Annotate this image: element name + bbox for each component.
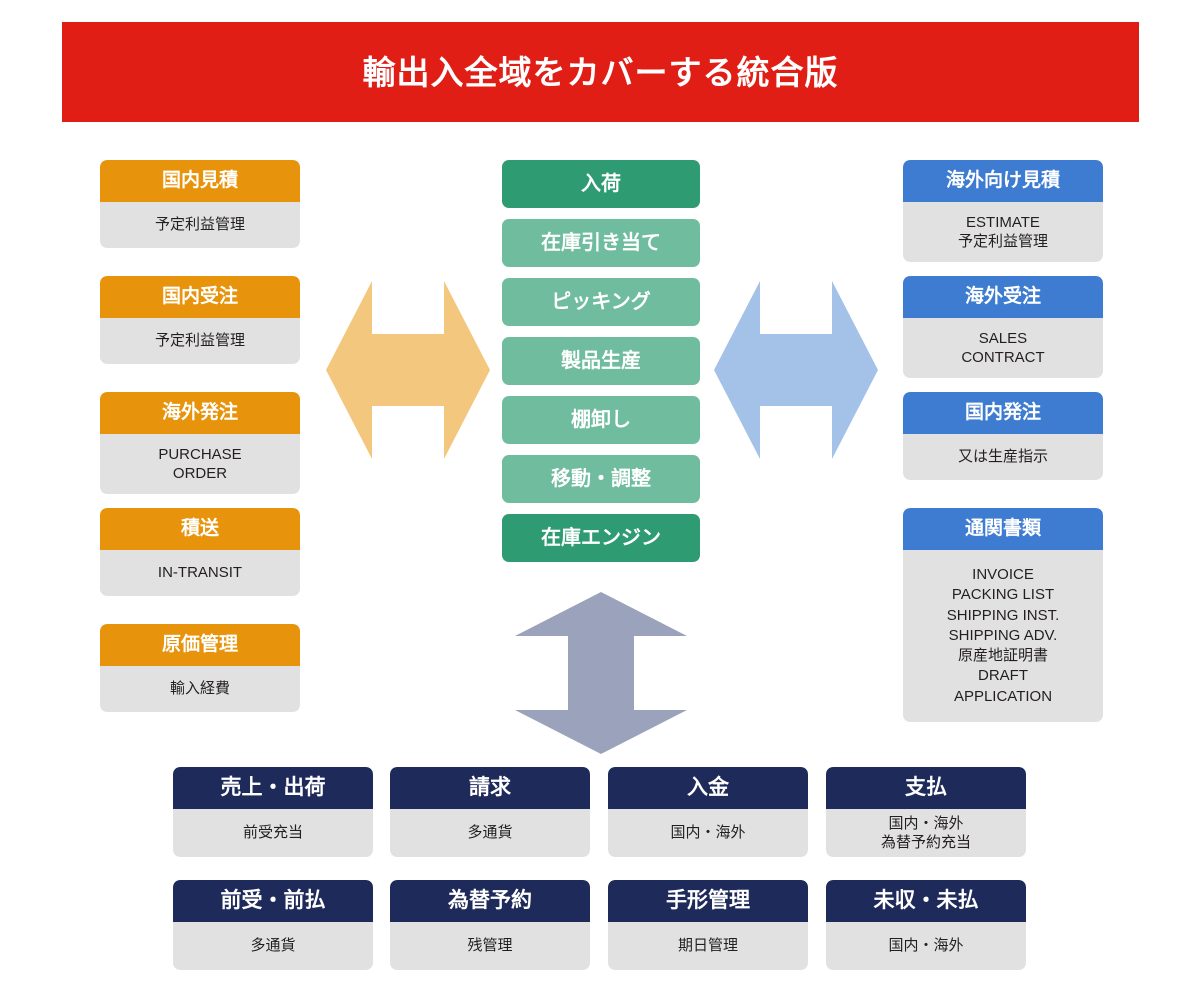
card-receipt[interactable]: 入金 国内・海外: [608, 767, 808, 857]
card-bill-management-body: 期日管理: [608, 922, 808, 970]
card-domestic-order-title: 国内受注: [100, 276, 300, 318]
card-customs-documents[interactable]: 通関書類 INVOICE PACKING LIST SHIPPING INST.…: [903, 508, 1103, 722]
card-domestic-quote[interactable]: 国内見積 予定利益管理: [100, 160, 300, 248]
card-domestic-purchase-body: 又は生産指示: [903, 434, 1103, 480]
card-billing[interactable]: 請求 多通貨: [390, 767, 590, 857]
card-bill-management-title: 手形管理: [608, 880, 808, 922]
card-receipt-body: 国内・海外: [608, 809, 808, 857]
center-bottom-double-arrow: [515, 592, 687, 754]
left-right-double-arrow: [326, 281, 490, 459]
diagram-title-banner: 輸出入全域をカバーする統合版: [62, 22, 1139, 122]
card-customs-documents-title: 通関書類: [903, 508, 1103, 550]
card-billing-body: 多通貨: [390, 809, 590, 857]
card-payment[interactable]: 支払 国内・海外 為替予約充当: [826, 767, 1026, 857]
pill-receiving[interactable]: 入荷: [502, 160, 700, 208]
pill-picking[interactable]: ピッキング: [502, 278, 700, 326]
card-overseas-sales-order-title: 海外受注: [903, 276, 1103, 318]
card-forward-exchange-body: 残管理: [390, 922, 590, 970]
card-sales-shipment-body: 前受充当: [173, 809, 373, 857]
card-sales-shipment-title: 売上・出荷: [173, 767, 373, 809]
card-domestic-order-body: 予定利益管理: [100, 318, 300, 364]
card-overseas-purchase[interactable]: 海外発注 PURCHASE ORDER: [100, 392, 300, 494]
card-cost-management-body: 輸入経費: [100, 666, 300, 712]
card-overseas-quote-title: 海外向け見積: [903, 160, 1103, 202]
card-receivable-payable-body: 国内・海外: [826, 922, 1026, 970]
card-advance-receipt-payment[interactable]: 前受・前払 多通貨: [173, 880, 373, 970]
card-in-transit[interactable]: 積送 IN-TRANSIT: [100, 508, 300, 596]
card-cost-management[interactable]: 原価管理 輸入経費: [100, 624, 300, 712]
card-payment-body: 国内・海外 為替予約充当: [826, 809, 1026, 857]
card-advance-receipt-payment-title: 前受・前払: [173, 880, 373, 922]
card-overseas-quote[interactable]: 海外向け見積 ESTIMATE 予定利益管理: [903, 160, 1103, 262]
left-right-double-arrow-icon: [326, 281, 490, 459]
pill-inventory-engine[interactable]: 在庫エンジン: [502, 514, 700, 562]
card-overseas-quote-body: ESTIMATE 予定利益管理: [903, 202, 1103, 262]
card-forward-exchange[interactable]: 為替予約 残管理: [390, 880, 590, 970]
center-bottom-double-arrow-icon: [515, 592, 687, 754]
card-payment-title: 支払: [826, 767, 1026, 809]
card-domestic-quote-body: 予定利益管理: [100, 202, 300, 248]
pill-stocktaking[interactable]: 棚卸し: [502, 396, 700, 444]
card-forward-exchange-title: 為替予約: [390, 880, 590, 922]
card-overseas-purchase-body: PURCHASE ORDER: [100, 434, 300, 494]
card-overseas-sales-order-body: SALES CONTRACT: [903, 318, 1103, 378]
card-domestic-purchase[interactable]: 国内発注 又は生産指示: [903, 392, 1103, 480]
card-sales-shipment[interactable]: 売上・出荷 前受充当: [173, 767, 373, 857]
card-domestic-purchase-title: 国内発注: [903, 392, 1103, 434]
card-receivable-payable-title: 未収・未払: [826, 880, 1026, 922]
card-billing-title: 請求: [390, 767, 590, 809]
card-bill-management[interactable]: 手形管理 期日管理: [608, 880, 808, 970]
card-overseas-sales-order[interactable]: 海外受注 SALES CONTRACT: [903, 276, 1103, 378]
card-cost-management-title: 原価管理: [100, 624, 300, 666]
diagram-title-text: 輸出入全域をカバーする統合版: [362, 53, 839, 91]
pill-production[interactable]: 製品生産: [502, 337, 700, 385]
pill-transfer-adjust[interactable]: 移動・調整: [502, 455, 700, 503]
card-in-transit-title: 積送: [100, 508, 300, 550]
card-customs-documents-body: INVOICE PACKING LIST SHIPPING INST. SHIP…: [903, 550, 1103, 722]
pill-stock-allocation[interactable]: 在庫引き当て: [502, 219, 700, 267]
card-receipt-title: 入金: [608, 767, 808, 809]
card-domestic-quote-title: 国内見積: [100, 160, 300, 202]
card-advance-receipt-payment-body: 多通貨: [173, 922, 373, 970]
card-overseas-purchase-title: 海外発注: [100, 392, 300, 434]
card-domestic-order[interactable]: 国内受注 予定利益管理: [100, 276, 300, 364]
right-left-double-arrow-icon: [714, 281, 878, 459]
card-in-transit-body: IN-TRANSIT: [100, 550, 300, 596]
right-left-double-arrow: [714, 281, 878, 459]
card-receivable-payable[interactable]: 未収・未払 国内・海外: [826, 880, 1026, 970]
